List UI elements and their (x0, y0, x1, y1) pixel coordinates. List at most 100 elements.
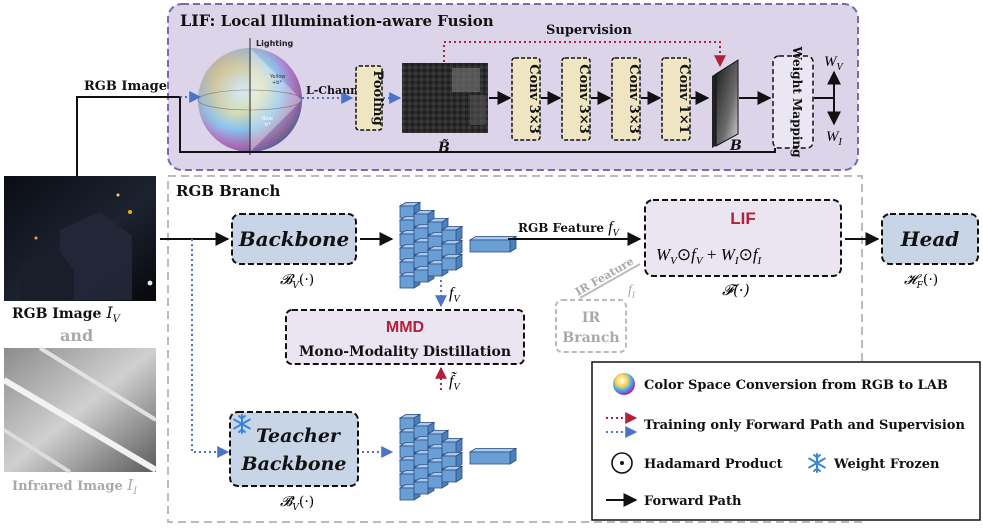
legend-frozen-label: Weight Frozen (833, 457, 940, 472)
backbone-args: (·) (299, 272, 314, 288)
legend-item-forward: Forward Path (606, 493, 742, 509)
rgb-image-symbol: I (105, 303, 113, 322)
rgb-image-label: RGB Image (12, 306, 106, 322)
feature-output-block (468, 447, 518, 465)
wv-label: W (824, 54, 838, 70)
lif-fusion-title: LIF (730, 209, 756, 228)
feature-cube-17 (440, 465, 464, 483)
backbone-block: Backbone (231, 213, 357, 265)
sphere-blue-sub: -b* (263, 122, 271, 128)
legend-hadamard-label: Hadamard Product (644, 457, 783, 472)
lif-formula: WV⊙fV + WI⊙fI (656, 245, 763, 267)
svg-text:f̃V: f̃V (449, 372, 461, 393)
rgb-input-line (76, 96, 180, 176)
rgb-branch-title: RGB Branch (176, 182, 281, 200)
ir-image-label: Infrared Image (12, 479, 127, 494)
pooling-block: Pooling (355, 65, 385, 131)
sphere-lighting-label: Lighting (256, 39, 294, 48)
feature-cube-16 (440, 239, 464, 257)
weight-mapping-block: Weight Mapping (772, 45, 814, 158)
lif-panel: LIF: Local Illumination-aware Fusion Sup… (76, 3, 859, 176)
ir-feature-label: IR Feature (573, 255, 636, 299)
feature-cube-15 (440, 437, 464, 455)
conv4-label: Conv 1×1 (676, 64, 691, 134)
legend-training-label: Training only Forward Path and Supervisi… (644, 418, 965, 433)
infrared-input-image (2, 346, 158, 474)
fv-symbol: f (449, 285, 456, 302)
wi-label: W (826, 129, 840, 145)
rgb-image-sub: V (113, 314, 122, 325)
b-tilde-label: B̃ (437, 138, 450, 156)
lif-fusion-block: LIF WV⊙fV + WI⊙fI (644, 199, 842, 277)
weight-mapping-label: Weight Mapping (790, 45, 804, 158)
mmd-title: MMD (386, 319, 424, 336)
l-channel-label: L-Channel (306, 84, 369, 97)
head-block: Head (881, 213, 979, 265)
rgb-feature-sub: V (613, 228, 621, 239)
head-args: (·) (923, 272, 938, 288)
ir-branch-label-1: IR (582, 310, 601, 326)
feature-cube-17 (440, 253, 464, 271)
rgb-feature-symbol: f (608, 219, 615, 236)
svg-text:𝓑V(·): 𝓑V(·) (280, 272, 314, 291)
lab-color-sphere: Lighting Yellow +b* Blue -b* (197, 38, 303, 155)
teacher-symbol: 𝓑̃ (280, 494, 295, 510)
feature-cube-15 (440, 225, 464, 243)
svg-text:RGB Feature fV: RGB Feature fV (518, 219, 621, 239)
svg-text:LIF: Local Illumination-aware: LIF: Local Illumination-aware Fusion (180, 11, 494, 30)
rgb-input-image (4, 176, 156, 301)
rgb-bypass-line (179, 97, 776, 153)
svg-text:WV: WV (824, 54, 845, 73)
supervision-label: Supervision (546, 23, 632, 38)
rgb-branch-panel: RGB Branch (167, 175, 863, 523)
svg-text:RGB Image IV: RGB Image IV (12, 303, 122, 325)
mmd-subtitle: Mono-Modality Distillation (299, 344, 511, 360)
backbone-symbol: 𝓑 (280, 272, 295, 288)
svg-text:𝓗F(·): 𝓗F(·) (904, 272, 938, 291)
supervision-arrow (443, 41, 726, 68)
ir-image-sub: I (132, 486, 138, 497)
teacher-backbone-block: Teacher Backbone (229, 411, 359, 487)
rgb-feature-pyramid (398, 201, 518, 289)
teacher-sub: V (292, 503, 300, 513)
ir-branch-label-2: Branch (562, 330, 619, 346)
input-to-teacher-dotted (191, 239, 230, 458)
teacher-label-1: Teacher (256, 425, 342, 447)
legend-item-color-space: Color Space Conversion from RGB to LAB (613, 373, 948, 395)
feature-output-block (468, 235, 518, 253)
fusion-symbol: 𝓕(·) (722, 281, 750, 299)
svg-text:Infrared Image II: Infrared Image II (12, 476, 138, 497)
mmd-block: MMD Mono-Modality Distillation (285, 309, 525, 365)
teacher-args: (·) (299, 494, 314, 510)
lif-title: Local Illumination-aware Fusion (215, 12, 493, 30)
lif-title-prefix: LIF: (180, 11, 215, 30)
ftilde-symbol: f̃ (449, 372, 457, 390)
legend-color-space-label: Color Space Conversion from RGB to LAB (644, 378, 948, 393)
svg-text:WI: WI (826, 129, 843, 148)
svg-text:fI: fI (628, 283, 636, 300)
conv2-label: Conv 3×3 (576, 64, 591, 134)
backbone-label: Backbone (238, 227, 350, 251)
conv3-label: Conv 3×3 (626, 64, 641, 134)
feature-cube-6 (412, 209, 436, 227)
conv3-block: Conv 3×3 (611, 57, 641, 141)
wv-sub: V (837, 62, 845, 73)
svg-text:fV: fV (449, 285, 461, 305)
head-label: Head (900, 227, 960, 251)
and-label: and (60, 326, 93, 345)
wi-sub: I (838, 137, 843, 148)
legend: Color Space Conversion from RGB to LAB T… (591, 361, 981, 521)
pooling-label: Pooling (370, 70, 385, 125)
legend-forward-label: Forward Path (644, 494, 742, 509)
svg-text:𝓑̃V(·): 𝓑̃V(·) (280, 494, 314, 513)
sphere-yellow-label: Yellow (269, 74, 285, 80)
backbone-sub: V (292, 281, 300, 291)
rgb-feature-label: RGB Feature (518, 221, 608, 235)
conv2-block: Conv 3×3 (561, 57, 591, 141)
b-map-block (712, 59, 739, 148)
legend-item-frozen: Weight Frozen (808, 453, 940, 473)
fv-sub: V (453, 294, 461, 305)
ftilde-sub: V (453, 382, 461, 393)
color-sphere-icon (613, 373, 635, 395)
